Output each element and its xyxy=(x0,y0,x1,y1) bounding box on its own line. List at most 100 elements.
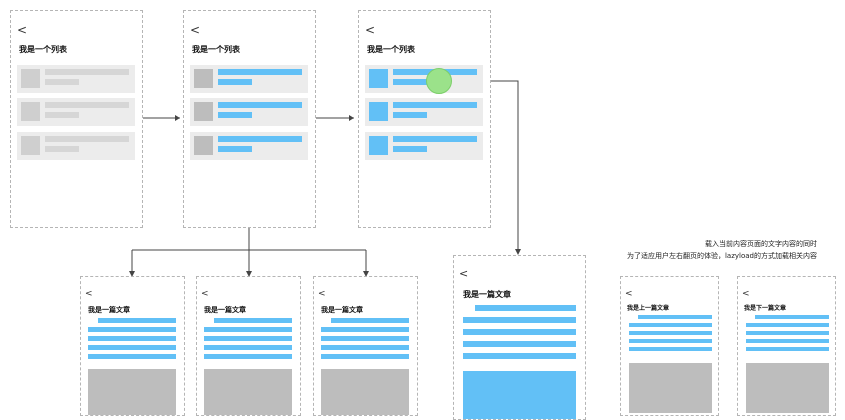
article-text-line xyxy=(204,354,292,359)
list-item[interactable] xyxy=(190,132,308,160)
article-text-line xyxy=(88,336,176,341)
article-image-placeholder xyxy=(88,369,176,415)
back-icon[interactable]: < xyxy=(742,289,750,299)
article-title: 我是一篇文章 xyxy=(88,306,130,314)
back-icon[interactable]: < xyxy=(318,289,326,299)
article-text-line xyxy=(321,327,409,332)
prev-article-screen: < 我是上一篇文章 xyxy=(620,276,719,416)
list-item-thumbnail xyxy=(21,102,40,121)
list-item-title-line xyxy=(393,136,477,142)
list-item[interactable] xyxy=(17,65,135,93)
article-image-placeholder xyxy=(321,369,409,415)
article-text-line xyxy=(321,345,409,350)
list-title: 我是一个列表 xyxy=(19,45,67,54)
list-item-subtitle-line xyxy=(393,79,427,85)
tap-indicator xyxy=(426,68,452,94)
list-item-thumbnail xyxy=(369,136,388,155)
list-item-thumbnail xyxy=(21,136,40,155)
list-screen-text-loaded: < 我是一个列表 xyxy=(183,10,316,228)
list-item-subtitle-line xyxy=(393,146,427,152)
back-icon[interactable]: < xyxy=(190,23,201,37)
article-text-line xyxy=(755,315,829,319)
list-screen-fully-loaded: < 我是一个列表 xyxy=(358,10,491,228)
next-article-screen: < 我是下一篇文章 xyxy=(737,276,836,416)
article-text-line xyxy=(88,354,176,359)
list-item[interactable] xyxy=(190,65,308,93)
list-item[interactable] xyxy=(365,132,483,160)
list-item-subtitle-line xyxy=(218,146,252,152)
article-title: 我是一篇文章 xyxy=(463,290,511,299)
article-image xyxy=(463,371,576,419)
article-text-line xyxy=(331,318,409,323)
article-screen-2: < 我是一篇文章 xyxy=(196,276,301,416)
article-text-line xyxy=(746,347,829,351)
article-text-line xyxy=(321,336,409,341)
article-text-line xyxy=(629,347,712,351)
back-icon[interactable]: < xyxy=(459,267,469,280)
list-item-thumbnail xyxy=(194,102,213,121)
article-text-line xyxy=(629,339,712,343)
article-text-line xyxy=(746,323,829,327)
list-item-thumbnail xyxy=(194,136,213,155)
article-text-line xyxy=(629,323,712,327)
article-text-line xyxy=(88,327,176,332)
article-text-line xyxy=(463,353,576,359)
list-item-subtitle-placeholder xyxy=(45,146,79,152)
article-screen-1: < 我是一篇文章 xyxy=(80,276,185,416)
list-title: 我是一个列表 xyxy=(367,45,415,54)
list-item-subtitle-line xyxy=(218,112,252,118)
back-icon[interactable]: < xyxy=(625,289,633,299)
article-text-line xyxy=(629,331,712,335)
article-text-line xyxy=(746,331,829,335)
list-item-title-line xyxy=(218,69,302,75)
list-item-subtitle-line xyxy=(218,79,252,85)
next-article-title: 我是下一篇文章 xyxy=(744,305,787,312)
list-item-thumbnail xyxy=(194,69,213,88)
list-item-title-line xyxy=(393,102,477,108)
article-text-line xyxy=(638,315,712,319)
list-item[interactable] xyxy=(365,98,483,126)
annotation-note: 载入当前内容页面的文字内容的同时 为了适应用户左右翻页的体验，lazyload的… xyxy=(627,238,817,262)
article-text-line xyxy=(475,305,576,311)
list-item-thumbnail xyxy=(369,69,388,88)
article-text-line xyxy=(463,329,576,335)
flow-connectors xyxy=(129,80,521,277)
article-text-line xyxy=(98,318,176,323)
list-item-subtitle-line xyxy=(393,112,427,118)
list-item[interactable] xyxy=(365,65,483,93)
article-text-line xyxy=(204,336,292,341)
list-item-title-line xyxy=(218,102,302,108)
article-text-line xyxy=(214,318,292,323)
list-item-thumbnail xyxy=(369,102,388,121)
back-icon[interactable]: < xyxy=(365,23,376,37)
list-item-title-line xyxy=(218,136,302,142)
list-item[interactable] xyxy=(17,132,135,160)
article-image-placeholder xyxy=(204,369,292,415)
annotation-line-1: 载入当前内容页面的文字内容的同时 xyxy=(705,240,817,248)
annotation-line-2: 为了适应用户左右翻页的体验，lazyload的方式加载相关内容 xyxy=(626,252,817,260)
list-screen-loading: < 我是一个列表 xyxy=(10,10,143,228)
article-title: 我是一篇文章 xyxy=(321,306,363,314)
back-icon[interactable]: < xyxy=(201,289,209,299)
article-image-placeholder xyxy=(629,363,712,413)
list-item-thumbnail xyxy=(21,69,40,88)
list-item-title-placeholder xyxy=(45,136,129,142)
back-icon[interactable]: < xyxy=(17,23,28,37)
back-icon[interactable]: < xyxy=(85,289,93,299)
article-title: 我是一篇文章 xyxy=(204,306,246,314)
list-item-title-placeholder xyxy=(45,69,129,75)
prev-article-title: 我是上一篇文章 xyxy=(627,305,670,312)
list-item-subtitle-placeholder xyxy=(45,79,79,85)
list-item[interactable] xyxy=(17,98,135,126)
article-image-placeholder xyxy=(746,363,829,413)
article-text-line xyxy=(204,327,292,332)
article-text-line xyxy=(88,345,176,350)
list-item[interactable] xyxy=(190,98,308,126)
article-screen-detail: < 我是一篇文章 xyxy=(453,255,586,420)
list-title: 我是一个列表 xyxy=(192,45,240,54)
article-text-line xyxy=(463,317,576,323)
article-text-line xyxy=(746,339,829,343)
article-text-line xyxy=(463,341,576,347)
article-text-line xyxy=(204,345,292,350)
article-text-line xyxy=(321,354,409,359)
